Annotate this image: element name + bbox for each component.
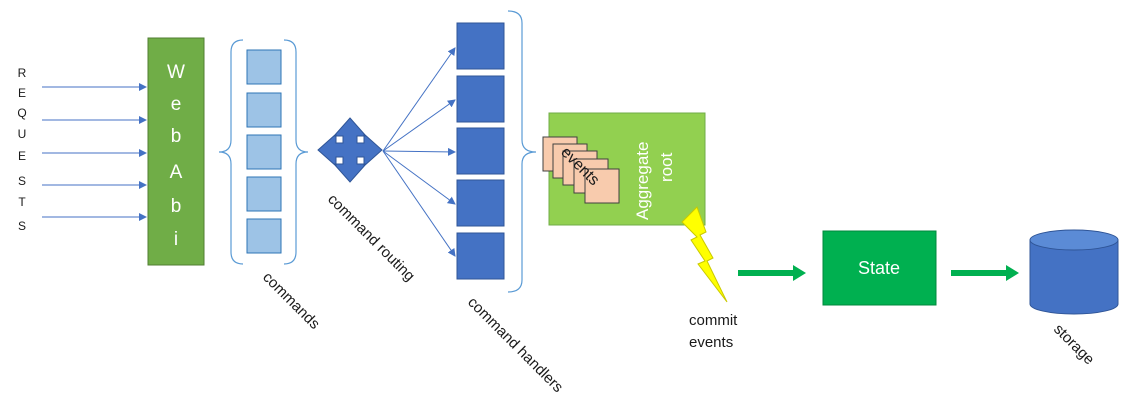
lightning-bolt-icon: [681, 206, 728, 303]
storage-cylinder-icon: [1029, 229, 1119, 315]
webabi-letter: b: [171, 196, 182, 217]
handler-box: [456, 127, 505, 175]
requests-letter: S: [18, 174, 26, 188]
routing-arrow: [382, 150, 456, 257]
handler-box: [456, 22, 505, 70]
aggregate-label-line1: Aggregate: [633, 142, 652, 220]
event-card: [584, 168, 620, 204]
commands-label: commands: [259, 269, 323, 333]
webabi-box: [147, 37, 205, 266]
webabi-letter: i: [174, 229, 178, 250]
command-box: [246, 218, 282, 254]
handlers-brace: [507, 10, 537, 293]
requests-letter: R: [18, 66, 27, 80]
command-boxes: [246, 49, 282, 254]
command-handlers-label: command handlers: [464, 294, 566, 396]
webabi-letter: W: [167, 62, 185, 83]
routing-arrow: [382, 147, 456, 156]
command-box: [246, 49, 282, 85]
command-box: [246, 92, 282, 128]
routing-arrow: [382, 47, 456, 152]
storage-label: storage: [1050, 321, 1097, 368]
routing-arrow: [382, 150, 456, 205]
command-routing-label: command routing: [324, 191, 418, 285]
aggregate-label-line2: root: [657, 152, 676, 182]
green-arrow-to-state: [738, 265, 806, 281]
requests-letter: U: [18, 127, 27, 141]
state-label: State: [858, 258, 900, 278]
command-box: [246, 176, 282, 212]
commands-brace-right: [283, 39, 309, 265]
routing-arrow: [382, 99, 456, 152]
commit-label-line1: commit: [689, 312, 738, 329]
routing-icon: [317, 117, 383, 183]
requests-letter: T: [18, 195, 26, 209]
green-arrow-to-storage: [951, 265, 1019, 281]
state-box: [822, 230, 937, 306]
request-arrows: [42, 83, 147, 221]
handler-box: [456, 179, 505, 227]
requests-letter: E: [18, 149, 26, 163]
event-cards: [542, 136, 620, 204]
webabi-letter: b: [171, 126, 182, 147]
requests-letter: Q: [17, 106, 26, 120]
handler-box: [456, 75, 505, 123]
requests-letter: E: [18, 86, 26, 100]
requests-letter: S: [18, 219, 26, 233]
commit-label-line2: events: [689, 334, 733, 351]
webabi-letter: A: [170, 162, 183, 183]
command-box: [246, 134, 282, 170]
webabi-letter: e: [171, 94, 182, 115]
handler-boxes: [456, 22, 505, 280]
commands-brace-left: [218, 39, 244, 265]
handler-box: [456, 232, 505, 280]
routing-arrows: [382, 47, 456, 257]
